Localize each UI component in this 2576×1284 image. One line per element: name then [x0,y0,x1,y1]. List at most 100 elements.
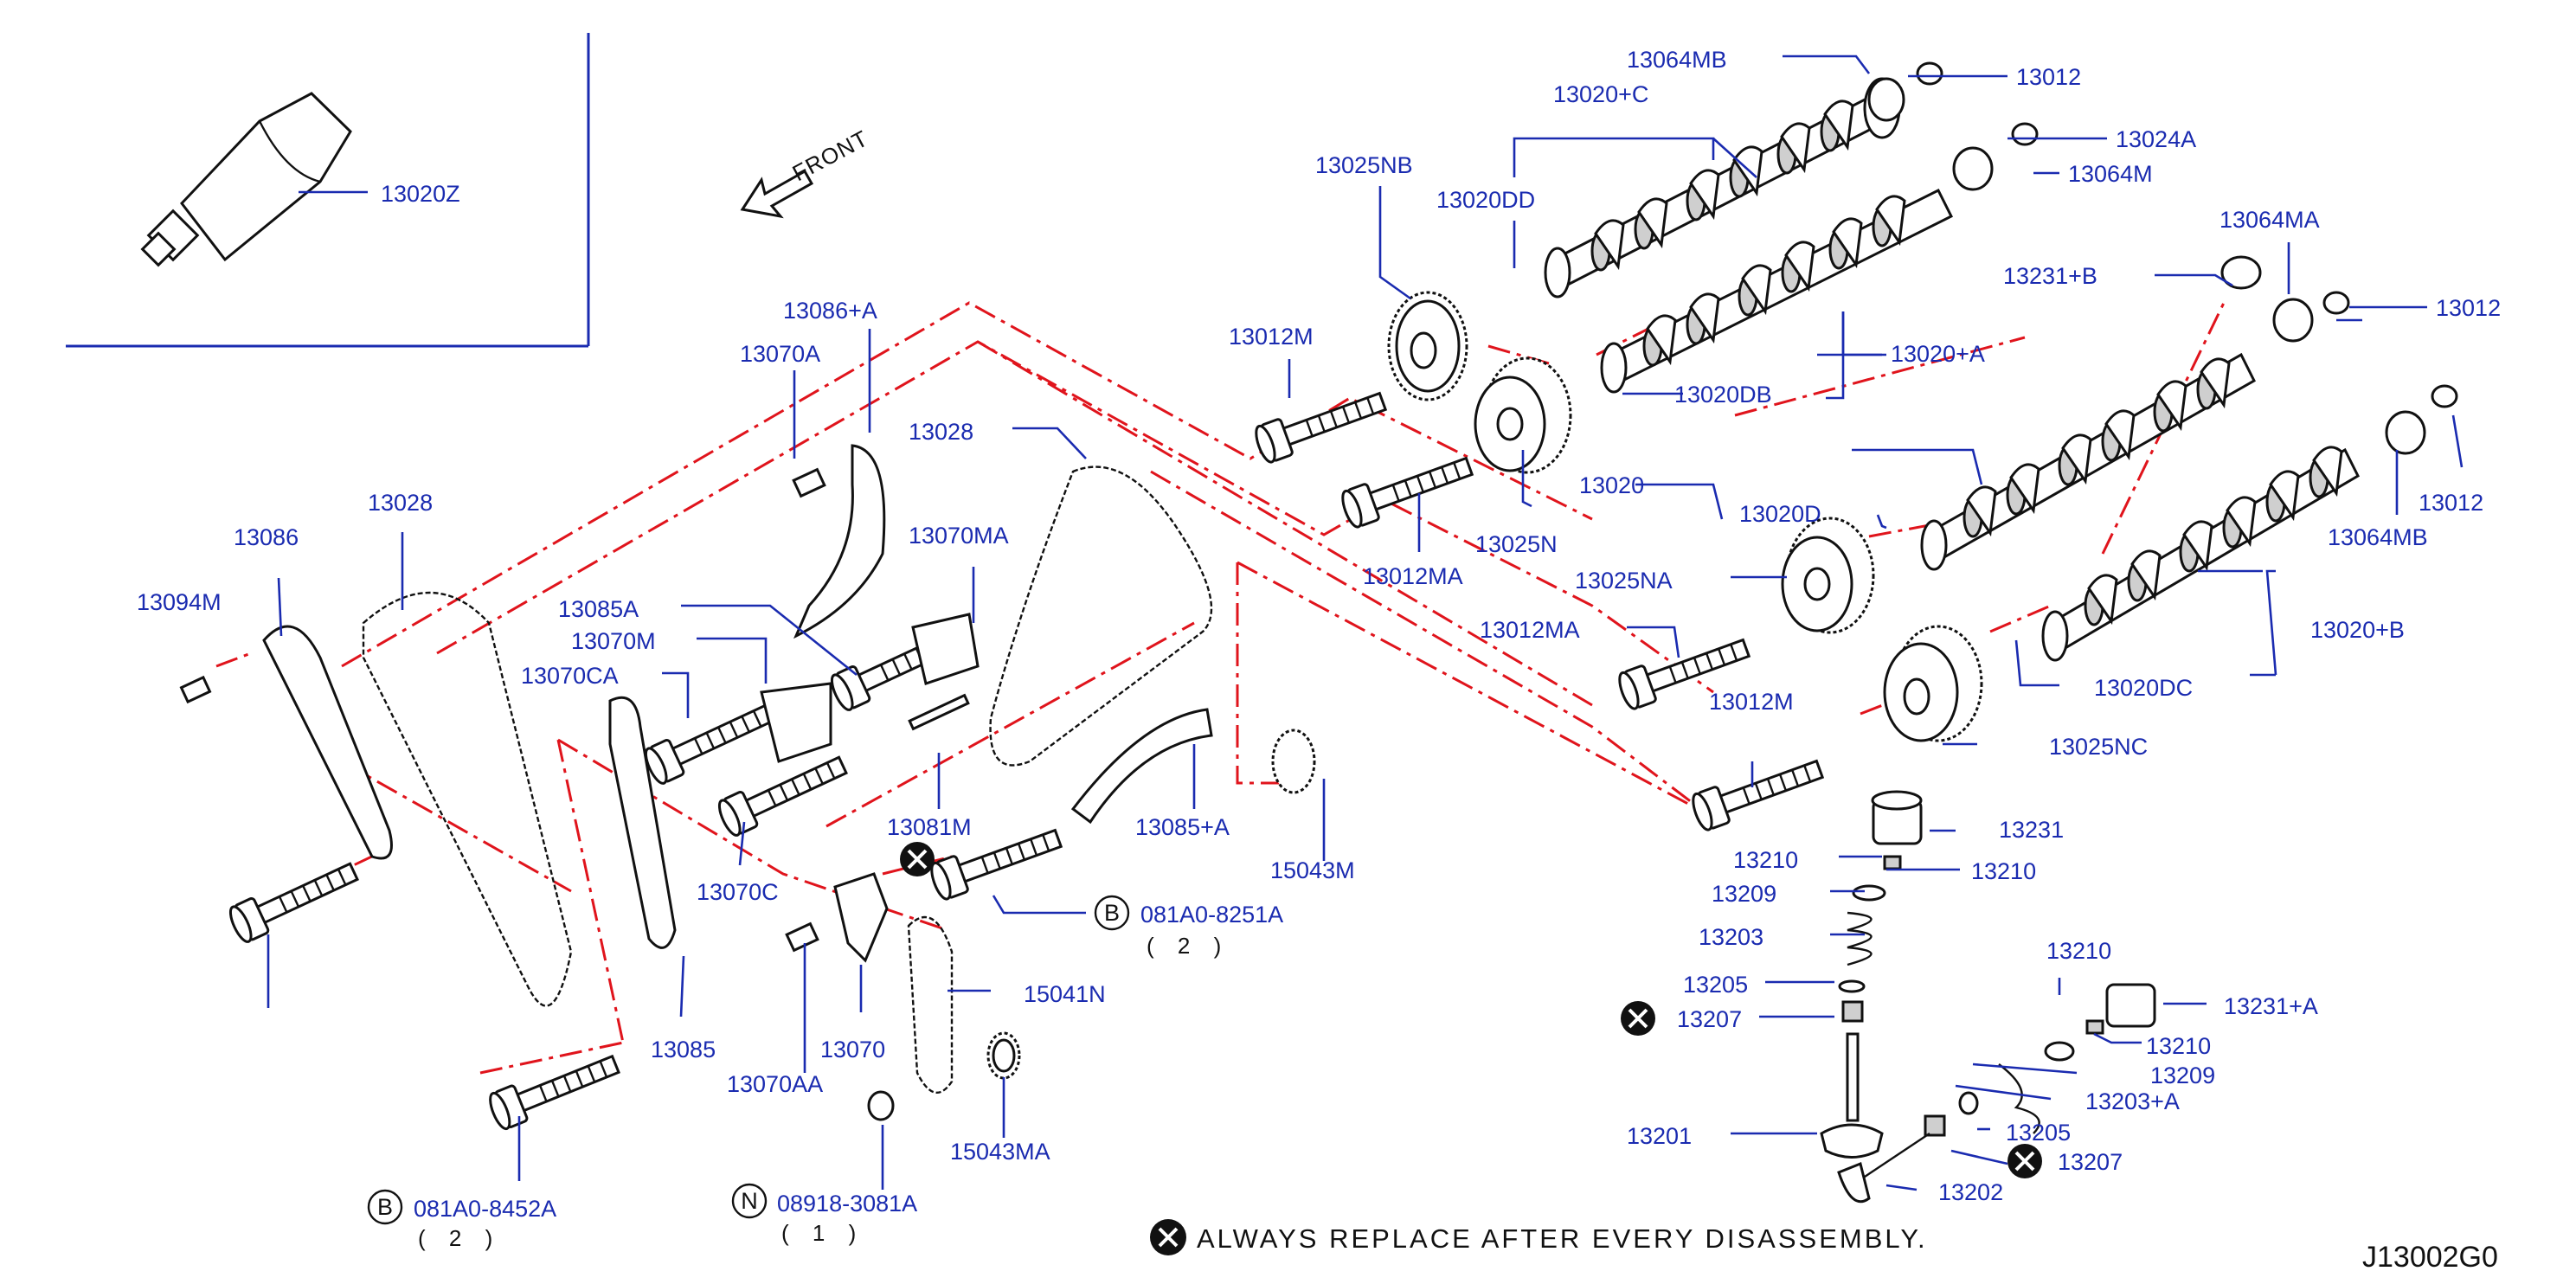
callout-08918-3081A: N 08918-3081A ( 1 ) [731,1183,917,1246]
bolt-13012M [1687,749,1828,834]
tensioner-13070M [760,682,832,763]
part-label: 13012MA [1480,617,1580,643]
part-label: 13028 [909,419,973,445]
part-label: 13210 [2146,1033,2211,1059]
callout-qty: ( 2 ) [418,1225,501,1251]
replace-note: ALWAYS REPLACE AFTER EVERY DISASSEMBLY. [1150,1219,1928,1255]
part-label: 13025N [1475,531,1558,557]
part-label: 13231+B [2003,263,2097,289]
part-label: 13020DB [1674,382,1772,408]
part-label: 13012 [2436,295,2501,321]
part-label: 13070C [697,879,779,905]
camshaft-13020B [2041,446,2360,662]
part-label: 13203+A [2085,1088,2180,1114]
inset-frame [66,33,590,348]
replace-mark-icon [2007,1144,2042,1178]
part-labels: 13020Z 13064MB 13012 13020+C 13024A 1302… [137,47,2501,1205]
valve-train-intake [1820,790,1923,1159]
part-label: 13210 [2046,938,2111,964]
part-label: 13070M [571,628,656,654]
part-label: 13210 [1733,847,1798,873]
part-label: 13086 [234,524,299,550]
tensioner-13070 [833,872,889,963]
part-label: 13020+B [2310,617,2405,643]
chain-guide-13086A [793,444,886,639]
part-label: 13209 [1712,881,1776,907]
part-label: 13094M [137,589,222,615]
part-label: 13231 [1999,817,2064,843]
vtc-13025NA [1781,517,1875,634]
tensioner-13070MA [911,613,980,685]
callout-code: 08918-3081A [777,1191,917,1217]
callout-symbol: B [1104,900,1120,926]
part-label: 13085 [651,1037,716,1063]
timing-chain-13028-right [989,465,1213,767]
part-label: 13064MA [2219,207,2320,233]
part-label: 13201 [1627,1123,1692,1149]
bolt-13070C-left [225,852,363,946]
callout-qty: ( 2 ) [1147,933,1230,959]
part-label: 13020D [1739,501,1821,527]
callout-code: 081A0-8452A [414,1196,556,1222]
callout-qty: ( 1 ) [781,1220,864,1246]
part-label: 13207 [1677,1006,1742,1032]
callout-symbol: B [377,1194,393,1220]
dowel-13081M [908,693,970,731]
front-label: FRONT [788,125,873,186]
part-label: 13025NC [2049,734,2148,760]
bolt-081A0-8452A [485,1045,625,1133]
part-label: 13020DC [2094,675,2193,701]
callout-symbol: N [741,1188,758,1214]
valve-train-exhaust [1837,983,2156,1204]
sprocket-13025NB [1387,291,1468,401]
replace-mark-icon [1621,1001,1655,1036]
vtc-13025N [1474,356,1572,474]
part-label: 13070 [820,1037,885,1063]
bolt-13012MA-top [1337,446,1477,531]
part-label: 13064M [2068,161,2153,187]
replace-note-text: ALWAYS REPLACE AFTER EVERY DISASSEMBLY. [1197,1223,1928,1254]
part-label: 13207 [2058,1149,2123,1175]
part-label: 13210 [1971,858,2036,884]
front-arrow-icon [740,169,814,219]
part-label: 13070AA [727,1071,823,1097]
part-label: 13012M [1709,689,1794,715]
bolt-13012M-top [1250,382,1391,466]
part-label: 13012 [2419,490,2483,516]
part-label: 13025NA [1575,568,1673,594]
sprocket-13025NC [1883,625,1983,742]
timing-chain-15041N [907,915,954,1095]
part-label: 13070CA [521,663,619,689]
part-label: 13081M [887,814,972,840]
part-label: 13020+C [1553,81,1648,107]
part-label: 13020DD [1436,187,1535,213]
part-label: 13085A [558,596,639,622]
chain-guide-13086 [262,625,393,860]
replace-mark-icon [900,842,935,876]
part-label: 13070MA [909,523,1009,549]
part-label: 13203 [1699,924,1763,950]
part-label: 13064MB [1627,47,1727,73]
part-label: 13070A [740,341,820,367]
bolt-13070CA [640,694,779,787]
tension-arm-13085 [608,696,677,949]
part-label: 13085+A [1135,814,1230,840]
part-label: 15043MA [950,1139,1050,1165]
part-label: 13205 [2006,1120,2071,1146]
part-label: 15043M [1270,857,1355,883]
chain-guide-13085A [1070,708,1213,825]
part-label: 13086+A [783,298,877,324]
callout-081A0-8452A: B 081A0-8452A ( 2 ) [367,1189,556,1251]
part-label: 13025NB [1315,152,1413,178]
leader-lines [267,55,2464,1191]
part-label: 13028 [368,490,433,516]
part-label: 13024A [2116,126,2196,152]
part-label: 13231+A [2224,993,2318,1019]
part-label: 13012 [2016,64,2081,90]
sprocket-15043MA [992,1038,1016,1073]
part-label: 13209 [2150,1063,2215,1088]
part-label: 13202 [1938,1179,2003,1205]
timing-chain-13028-left [362,591,573,1007]
part-label: 13020+A [1891,341,1985,367]
camshaft-13020 [1920,352,2256,571]
